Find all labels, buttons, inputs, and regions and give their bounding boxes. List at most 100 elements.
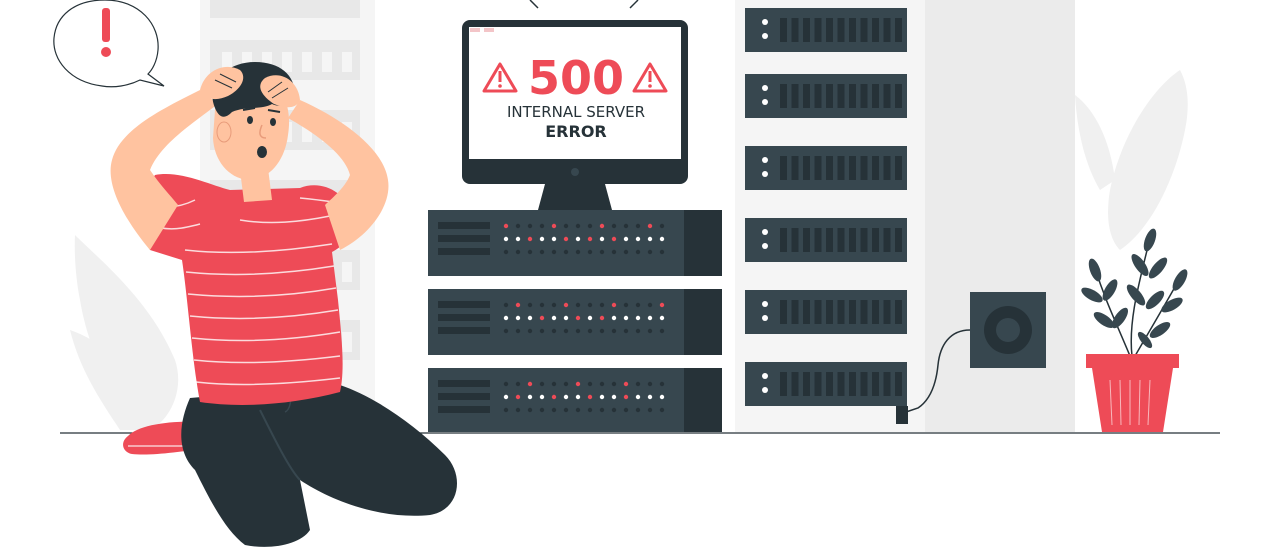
server-led bbox=[551, 236, 557, 242]
background-leaf-right bbox=[1075, 70, 1188, 250]
server-led bbox=[527, 394, 533, 400]
server-led bbox=[539, 223, 545, 229]
rack-vent bbox=[780, 84, 787, 108]
server-led bbox=[515, 328, 521, 334]
server-led bbox=[647, 302, 653, 308]
monitor-icon bbox=[462, 20, 688, 210]
rack-vent bbox=[872, 300, 879, 324]
server-led bbox=[659, 223, 665, 229]
rack-led bbox=[762, 85, 768, 91]
server-led bbox=[611, 249, 617, 255]
rack-vent bbox=[837, 156, 845, 180]
server-led bbox=[599, 407, 605, 413]
server-led bbox=[659, 302, 665, 308]
rack-vent bbox=[826, 372, 833, 396]
server-led bbox=[635, 315, 641, 321]
server-led bbox=[551, 249, 557, 255]
server-led bbox=[623, 223, 629, 229]
rack-vent bbox=[803, 372, 810, 396]
server-led bbox=[635, 394, 641, 400]
exclamation-icon bbox=[101, 8, 111, 57]
server-led bbox=[527, 381, 533, 387]
rack-vent bbox=[837, 84, 845, 108]
server-led bbox=[503, 302, 509, 308]
server-led bbox=[635, 407, 641, 413]
server-led bbox=[647, 223, 653, 229]
server-led bbox=[575, 315, 581, 321]
server-led bbox=[539, 407, 545, 413]
server-led bbox=[515, 302, 521, 308]
rack-vent bbox=[803, 18, 810, 42]
rack-vent bbox=[849, 300, 856, 324]
server-led bbox=[659, 394, 665, 400]
server-led bbox=[623, 394, 629, 400]
server-led bbox=[647, 236, 653, 242]
error-message-line2: ERROR bbox=[545, 122, 607, 141]
server-led bbox=[599, 236, 605, 242]
rack-vent bbox=[860, 18, 868, 42]
server-led bbox=[539, 302, 545, 308]
server-led bbox=[515, 236, 521, 242]
server-led bbox=[599, 394, 605, 400]
server-led bbox=[563, 394, 569, 400]
server-led bbox=[587, 315, 593, 321]
server-led bbox=[503, 315, 509, 321]
server-led bbox=[659, 381, 665, 387]
rack-vent bbox=[780, 228, 787, 252]
server-led bbox=[599, 302, 605, 308]
warning-icon bbox=[632, 62, 668, 93]
server-led bbox=[575, 407, 581, 413]
server-led bbox=[587, 407, 593, 413]
server-led bbox=[515, 223, 521, 229]
rack-vent bbox=[837, 18, 845, 42]
rack-vent bbox=[872, 372, 879, 396]
rack-vent bbox=[872, 84, 879, 108]
rack-vent bbox=[803, 228, 810, 252]
rack-vent bbox=[814, 156, 822, 180]
rack-vent bbox=[791, 300, 799, 324]
server-led bbox=[647, 249, 653, 255]
rack-led bbox=[762, 243, 768, 249]
speech-bubble bbox=[53, 0, 165, 88]
warning-icon bbox=[482, 62, 518, 93]
server-led bbox=[611, 236, 617, 242]
rack-vent bbox=[780, 156, 787, 180]
rack-vent bbox=[872, 18, 879, 42]
server-led bbox=[647, 407, 653, 413]
error-message-line1: INTERNAL SERVER bbox=[507, 103, 645, 121]
server-led bbox=[659, 249, 665, 255]
server-led bbox=[659, 328, 665, 334]
rack-led bbox=[762, 171, 768, 177]
server-led bbox=[575, 328, 581, 334]
rack-vent bbox=[849, 156, 856, 180]
server-led bbox=[647, 394, 653, 400]
server-led bbox=[623, 236, 629, 242]
rack-vent bbox=[791, 372, 799, 396]
rack-vent bbox=[837, 228, 845, 252]
server-led bbox=[527, 315, 533, 321]
rack-vent bbox=[895, 300, 902, 324]
server-led bbox=[563, 249, 569, 255]
rack-vent bbox=[849, 84, 856, 108]
rack-vent bbox=[803, 156, 810, 180]
server-led bbox=[575, 236, 581, 242]
server-led bbox=[635, 223, 641, 229]
rack-vent bbox=[791, 228, 799, 252]
rack-vent bbox=[780, 300, 787, 324]
rack-vent bbox=[883, 84, 891, 108]
server-led bbox=[539, 249, 545, 255]
rack-led bbox=[762, 373, 768, 379]
server-led bbox=[599, 249, 605, 255]
server-led bbox=[527, 223, 533, 229]
server-led bbox=[623, 407, 629, 413]
server-stack bbox=[428, 210, 722, 432]
rack-vent bbox=[814, 372, 822, 396]
server-led bbox=[563, 407, 569, 413]
rack-vent bbox=[872, 156, 879, 180]
server-led bbox=[551, 315, 557, 321]
rack-vent bbox=[837, 300, 845, 324]
error-code: 500 bbox=[528, 51, 624, 105]
rack-vent bbox=[826, 84, 833, 108]
server-led bbox=[623, 328, 629, 334]
server-led bbox=[587, 394, 593, 400]
